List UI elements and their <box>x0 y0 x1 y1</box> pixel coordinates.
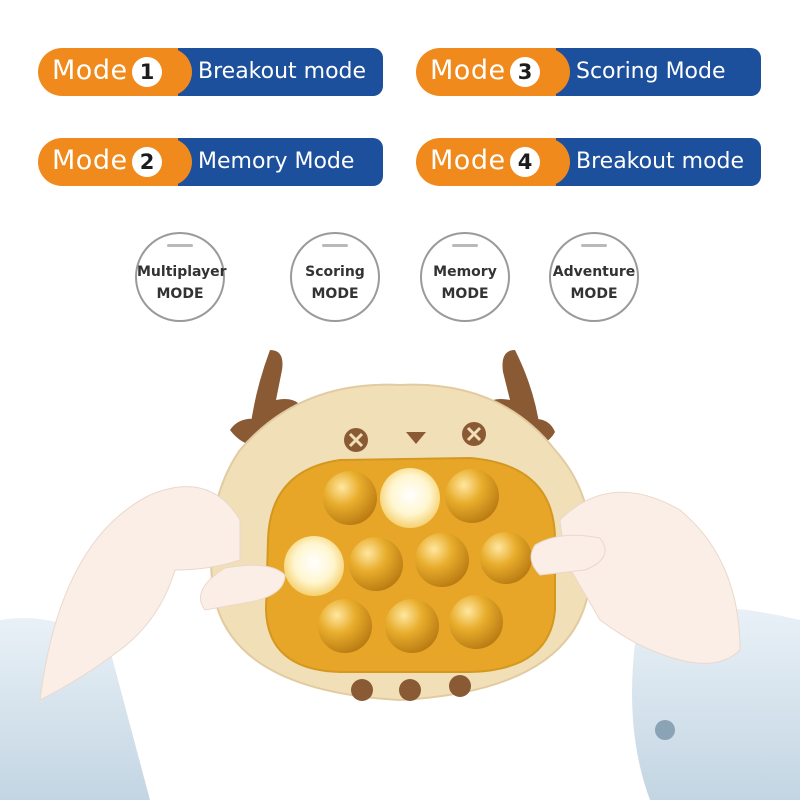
badge-line2: MODE <box>156 286 204 302</box>
bubble[interactable] <box>445 469 499 523</box>
right-thumb <box>530 534 606 576</box>
left-eye-icon <box>344 428 368 452</box>
mode-1-number: 1 <box>132 57 162 87</box>
mode-2-banner <box>158 138 383 186</box>
bubble-grid <box>284 468 532 653</box>
badge-line2: MODE <box>570 286 618 302</box>
badge-indicator-bar <box>167 244 193 247</box>
control-buttons <box>351 675 471 701</box>
mode-2-number: 2 <box>132 147 162 177</box>
mode-4-banner <box>536 138 761 186</box>
mode-3-name: Scoring Mode <box>576 59 726 84</box>
badge-line1: Memory <box>433 264 497 280</box>
badge-line1: Multiplayer <box>137 264 227 280</box>
bubble[interactable] <box>323 471 377 525</box>
right-eye-icon <box>462 422 486 446</box>
right-hand <box>559 491 741 664</box>
multiplayer-mode-badge: Multiplayer MODE <box>135 232 227 322</box>
mode-2-name: Memory Mode <box>198 149 355 174</box>
nose-icon <box>406 432 426 444</box>
mode-4-name: Breakout mode <box>576 149 745 174</box>
deer-pop-it-console-illustration <box>0 350 800 800</box>
mode-4-number: 4 <box>510 147 540 177</box>
speaker-icon[interactable] <box>351 679 373 701</box>
badge-line1: Scoring <box>305 264 365 280</box>
mode-4-word: Mode <box>430 145 506 176</box>
badge-indicator-bar <box>322 244 348 247</box>
badge-line2: MODE <box>441 286 489 302</box>
adventure-mode-badge: Adventure MODE <box>549 232 639 322</box>
scoring-mode-badge: Scoring MODE <box>290 232 380 322</box>
mode-1-label: Mode 1 Breakout mode <box>38 48 383 96</box>
bubble[interactable] <box>415 533 469 587</box>
left-hand <box>39 486 241 701</box>
mode-icon[interactable] <box>449 675 471 697</box>
badge-line2: MODE <box>311 286 359 302</box>
mode-3-label: Mode 3 Scoring Mode <box>416 48 761 96</box>
bubble[interactable] <box>480 532 532 584</box>
left-thumb <box>200 564 286 611</box>
mode-3-number: 3 <box>510 57 540 87</box>
bubble[interactable] <box>349 537 403 591</box>
bubble[interactable] <box>449 595 503 649</box>
mode-3-banner <box>536 48 761 96</box>
cuff-button-icon <box>655 720 675 740</box>
bubble[interactable] <box>385 599 439 653</box>
mode-2-word: Mode <box>52 145 128 176</box>
mode-2-label: Mode 2 Memory Mode <box>38 138 383 186</box>
bubble[interactable] <box>318 599 372 653</box>
power-icon[interactable] <box>399 679 421 701</box>
bubble-lit[interactable] <box>380 468 440 528</box>
badge-indicator-bar <box>452 244 478 247</box>
mode-1-word: Mode <box>52 55 128 86</box>
memory-mode-badge: Memory MODE <box>420 232 510 322</box>
badge-indicator-bar <box>581 244 607 247</box>
mode-3-word: Mode <box>430 55 506 86</box>
mode-4-label: Mode 4 Breakout mode <box>416 138 761 186</box>
bubble-lit[interactable] <box>284 536 344 596</box>
left-sleeve <box>0 618 150 800</box>
mode-1-banner <box>158 48 383 96</box>
mode-1-name: Breakout mode <box>198 59 367 84</box>
badge-line1: Adventure <box>552 264 636 280</box>
